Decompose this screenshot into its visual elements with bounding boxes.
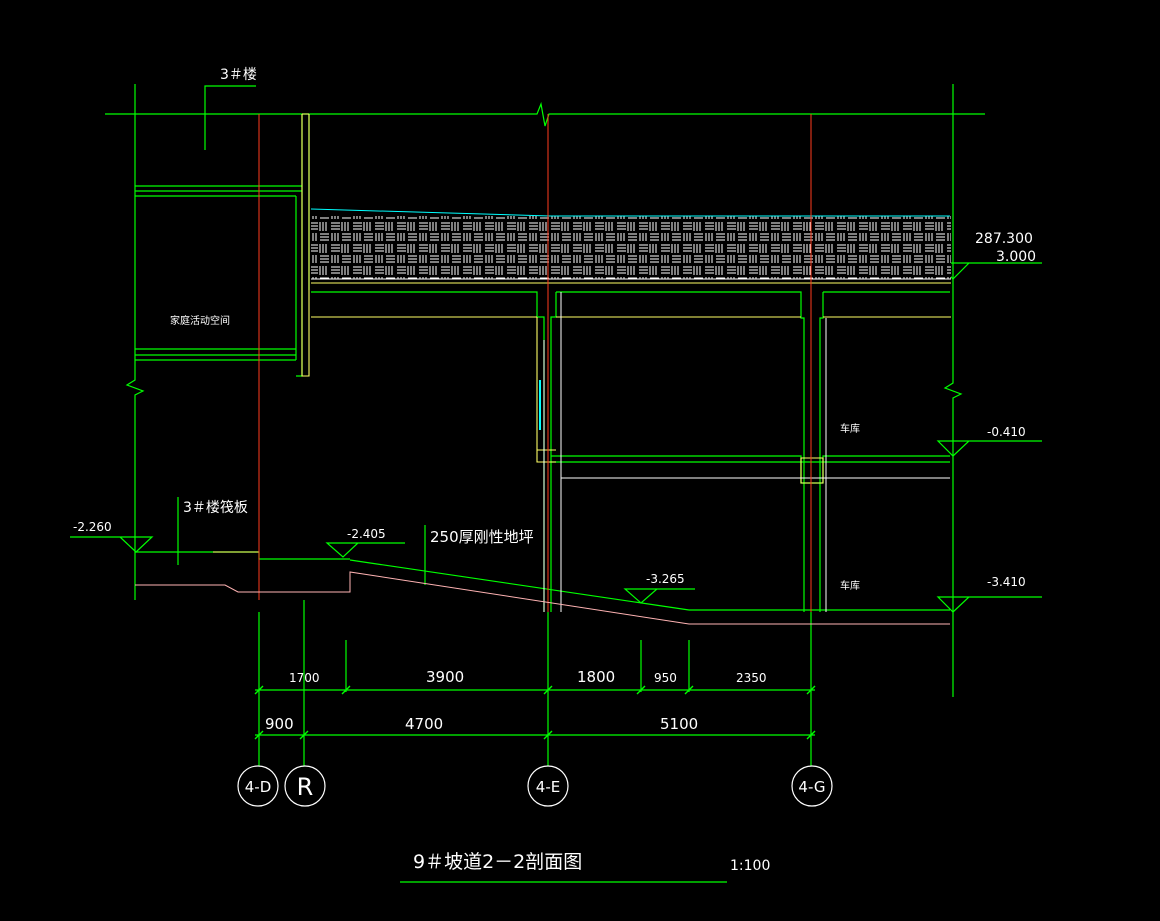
dim-2350: 2350 (736, 671, 767, 685)
dim-900: 900 (265, 715, 294, 733)
axis-bubbles (237, 765, 833, 807)
elev-low: -3.410 (987, 575, 1026, 589)
axis-label-r: R (297, 773, 314, 801)
dim-5100: 5100 (660, 715, 698, 733)
dim-4700: 4700 (405, 715, 443, 733)
axis-label-4d: 4-D (245, 778, 272, 796)
elev-ramp-top: -2.405 (347, 527, 386, 541)
foundation-bottom-line (135, 571, 950, 625)
dim-1700: 1700 (289, 671, 320, 685)
elev-mid: -0.410 (987, 425, 1026, 439)
backfill-soil-layer (311, 216, 951, 279)
garage-lower-label: 车库 (840, 579, 860, 592)
red-axis-centerlines (258, 114, 812, 612)
family-space-label: 家庭活动空间 (170, 314, 230, 327)
dim-3900: 3900 (426, 668, 464, 686)
axis-label-4e: 4-E (536, 778, 560, 796)
elev-left: -2.260 (73, 520, 112, 534)
dimension-ticks (254, 685, 816, 740)
drawing-title: 9＃坡道2－2剖面图 (413, 851, 582, 873)
garage-upper-label: 车库 (840, 422, 860, 435)
white-linework (543, 292, 950, 612)
elev-top2: 3.000 (996, 249, 1036, 265)
building3-label: 3＃楼 (220, 67, 257, 83)
dim-950: 950 (654, 671, 677, 685)
axis-label-4g: 4-G (798, 778, 825, 796)
elev-top1: 287.300 (975, 231, 1033, 247)
slab250-label: 250厚刚性地坪 (430, 528, 534, 546)
yellow-linework (213, 113, 951, 553)
dim-1800: 1800 (577, 668, 615, 686)
drawing-scale: 1:100 (730, 858, 770, 874)
elev-ramp-bottom: -3.265 (646, 572, 685, 586)
raft3-label: 3＃楼筏板 (183, 499, 248, 516)
green-linework (70, 84, 1042, 883)
surface-line (310, 208, 950, 217)
